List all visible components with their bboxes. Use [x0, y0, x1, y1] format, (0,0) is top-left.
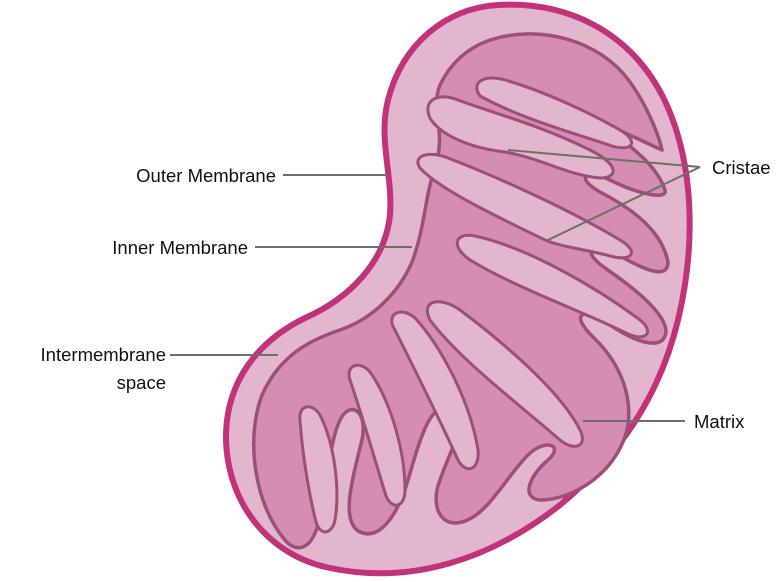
label-intermembrane-line2: space — [117, 372, 166, 393]
label-matrix: Matrix — [694, 411, 745, 432]
label-inner-membrane: Inner Membrane — [112, 237, 248, 258]
label-cristae: Cristae — [712, 157, 771, 178]
label-intermembrane-line1: Intermembrane — [41, 344, 166, 365]
label-outer-membrane: Outer Membrane — [136, 165, 276, 186]
